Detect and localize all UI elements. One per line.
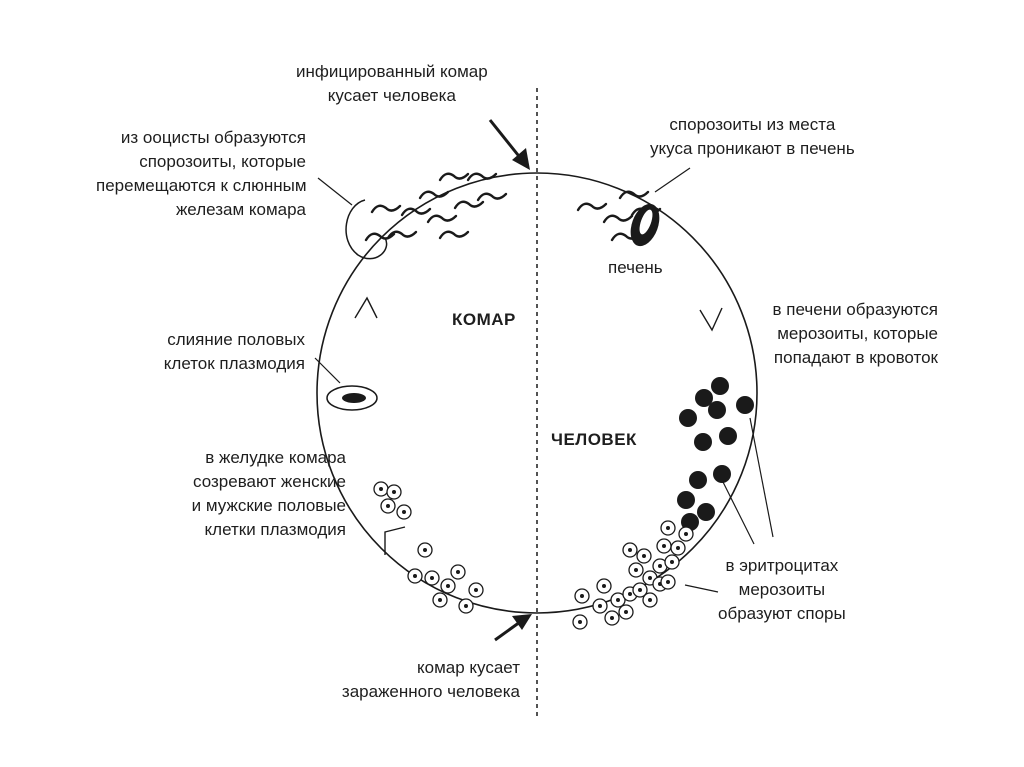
- sporozoite-pointer: [655, 168, 690, 192]
- bottom-bite-label: комар кусает зараженного человека: [300, 656, 520, 704]
- liver-shape: [625, 200, 664, 250]
- oocyst-shape: [346, 200, 387, 259]
- erythrocyte-nucleus: [430, 576, 434, 580]
- erythrocyte-nucleus: [610, 616, 614, 620]
- erythrocyte-nucleus: [634, 568, 638, 572]
- erythrocyte-nucleus: [642, 554, 646, 558]
- erythrocyte-nucleus: [638, 588, 642, 592]
- erythrocyte-nucleus: [666, 580, 670, 584]
- bottom-bite-arrow: [495, 614, 532, 640]
- top-bite-label: инфицированный комар кусает человека: [296, 60, 488, 108]
- erythrocyte-nucleus: [662, 544, 666, 548]
- spore-pointer-3: [750, 418, 773, 537]
- erythrocyte-nucleus: [628, 548, 632, 552]
- erythrocyte-nucleus: [413, 574, 417, 578]
- sporozoites-liver-label: спорозоиты из места укуса проникают в пе…: [650, 113, 855, 161]
- sporozoites-mosquito: [366, 174, 506, 240]
- erythrocytes: [374, 482, 693, 629]
- erythrocyte-nucleus: [648, 598, 652, 602]
- erythrocyte-nucleus: [402, 510, 406, 514]
- erythrocyte-nucleus: [446, 584, 450, 588]
- spore-pointer-1: [685, 585, 718, 592]
- erythrocyte-nucleus: [684, 532, 688, 536]
- liver-label: печень: [608, 256, 663, 280]
- erythrocyte-nucleus: [379, 487, 383, 491]
- merozoites: [677, 377, 754, 531]
- erythrocyte-nucleus: [580, 594, 584, 598]
- erythrocyte-nucleus: [670, 560, 674, 564]
- erythrocyte-nucleus: [602, 584, 606, 588]
- cycle-arrow-left-top: [355, 298, 377, 318]
- erythrocyte-nucleus: [392, 490, 396, 494]
- erythrocyte-nucleus: [676, 546, 680, 550]
- erythrocyte-nucleus: [578, 620, 582, 624]
- erythrocyte-nucleus: [438, 598, 442, 602]
- cycle-arrow-right: [700, 308, 722, 330]
- top-bite-arrow: [490, 120, 530, 170]
- erythrocyte-nucleus: [423, 548, 427, 552]
- fusion-label: слияние половых клеток плазмодия: [120, 328, 305, 376]
- erythrocyte-nucleus: [474, 588, 478, 592]
- erythrocyte-nucleus: [386, 504, 390, 508]
- erythrocytes-label: в эритроцитах мерозоиты образуют споры: [718, 554, 846, 626]
- erythrocyte-nucleus: [456, 570, 460, 574]
- oocyst-pointer: [318, 178, 352, 205]
- spore-pointer-2: [722, 480, 754, 544]
- fusion-cell: [327, 386, 377, 410]
- erythrocyte-nucleus: [624, 610, 628, 614]
- human-title: ЧЕЛОВЕК: [551, 428, 637, 452]
- mosquito-title: КОМАР: [452, 308, 516, 332]
- erythrocyte-nucleus: [628, 592, 632, 596]
- erythrocyte-nucleus: [616, 598, 620, 602]
- cycle-arrow-left-bottom: [385, 527, 405, 555]
- stomach-label: в желудке комара созревают женские и муж…: [150, 446, 346, 542]
- erythrocyte-nucleus: [464, 604, 468, 608]
- erythrocyte-nucleus: [666, 526, 670, 530]
- merozoites-label: в печени образуются мерозоиты, которые п…: [722, 298, 938, 370]
- erythrocyte-nucleus: [598, 604, 602, 608]
- erythrocyte-nucleus: [658, 564, 662, 568]
- oocyst-label: из ооцисты образуются спорозоиты, которы…: [96, 126, 306, 222]
- erythrocyte-nucleus: [648, 576, 652, 580]
